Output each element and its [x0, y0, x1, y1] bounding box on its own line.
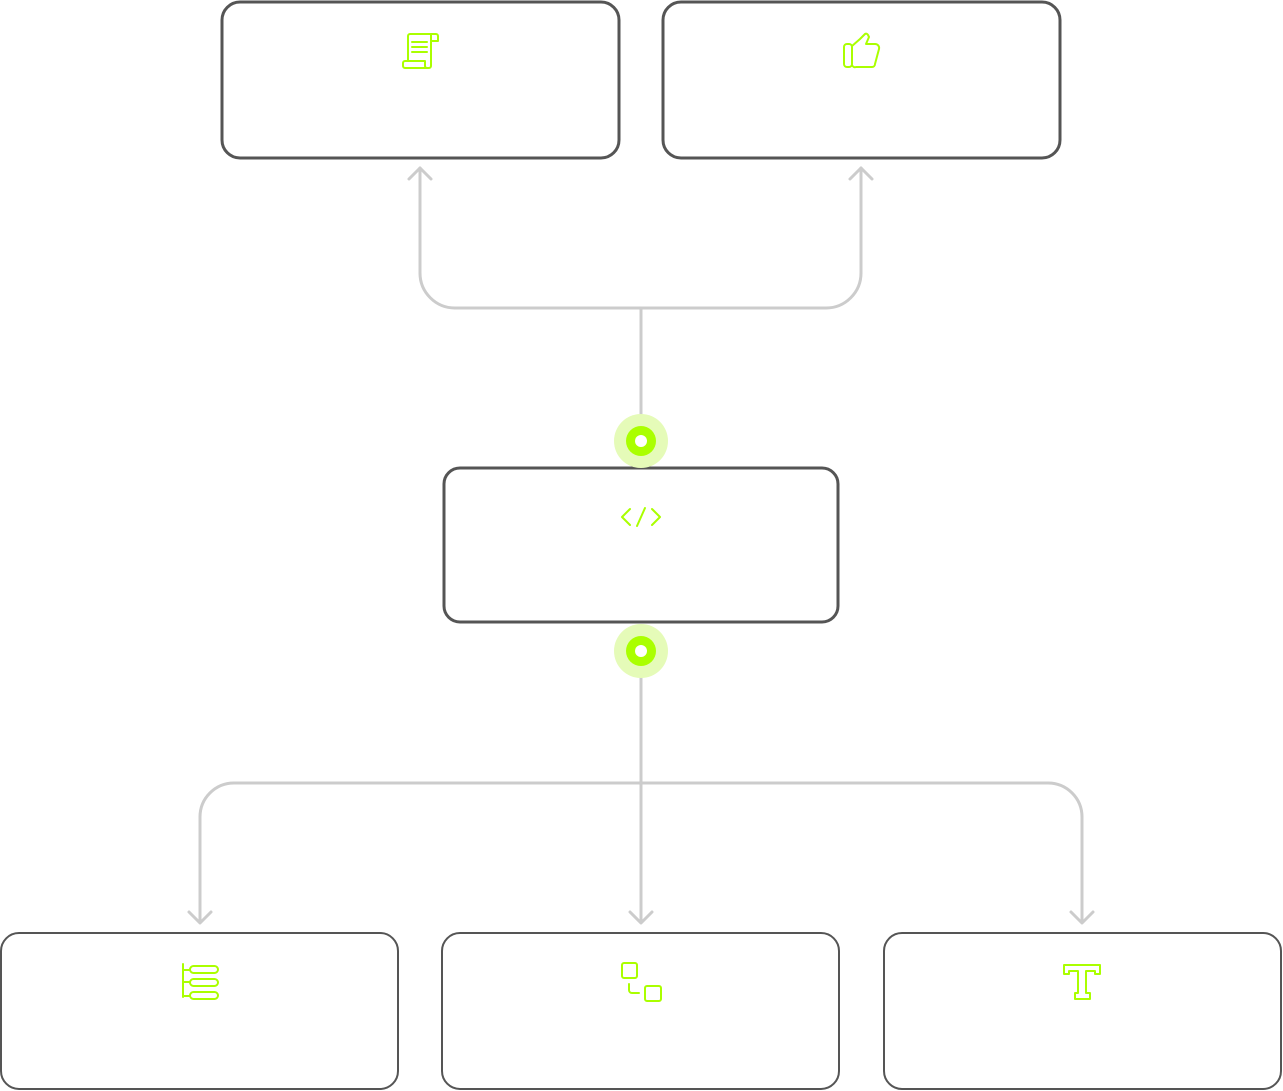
connector-to-bottom-left — [198, 781, 643, 924]
node-bottom-left[interactable] — [0, 932, 399, 1090]
tree-list-icon — [182, 963, 219, 1000]
arrowhead-down-icon — [628, 910, 654, 925]
center-input-port[interactable] — [614, 414, 668, 468]
connector-to-bottom-right — [639, 781, 1084, 924]
thumbs-up-icon — [843, 32, 881, 69]
node-center[interactable] — [442, 466, 840, 624]
scroll-document-icon — [402, 33, 439, 69]
connector-to-top-right — [639, 166, 863, 310]
node-top-right[interactable] — [661, 0, 1062, 160]
linked-squares-icon — [621, 962, 662, 1002]
arrowhead-down-icon — [187, 910, 213, 925]
connectors-up — [407, 166, 874, 427]
center-output-port[interactable] — [614, 624, 668, 678]
text-type-icon — [1063, 964, 1101, 1000]
node-bottom-center[interactable] — [441, 932, 840, 1090]
node-top-left[interactable] — [220, 0, 621, 160]
arrowhead-up-icon — [848, 166, 874, 181]
code-icon — [621, 507, 661, 527]
connector-to-top-left — [418, 166, 643, 427]
connectors-down — [187, 663, 1095, 925]
arrowhead-down-icon — [1069, 910, 1095, 925]
arrowhead-up-icon — [407, 166, 433, 181]
node-bottom-right[interactable] — [883, 932, 1282, 1090]
